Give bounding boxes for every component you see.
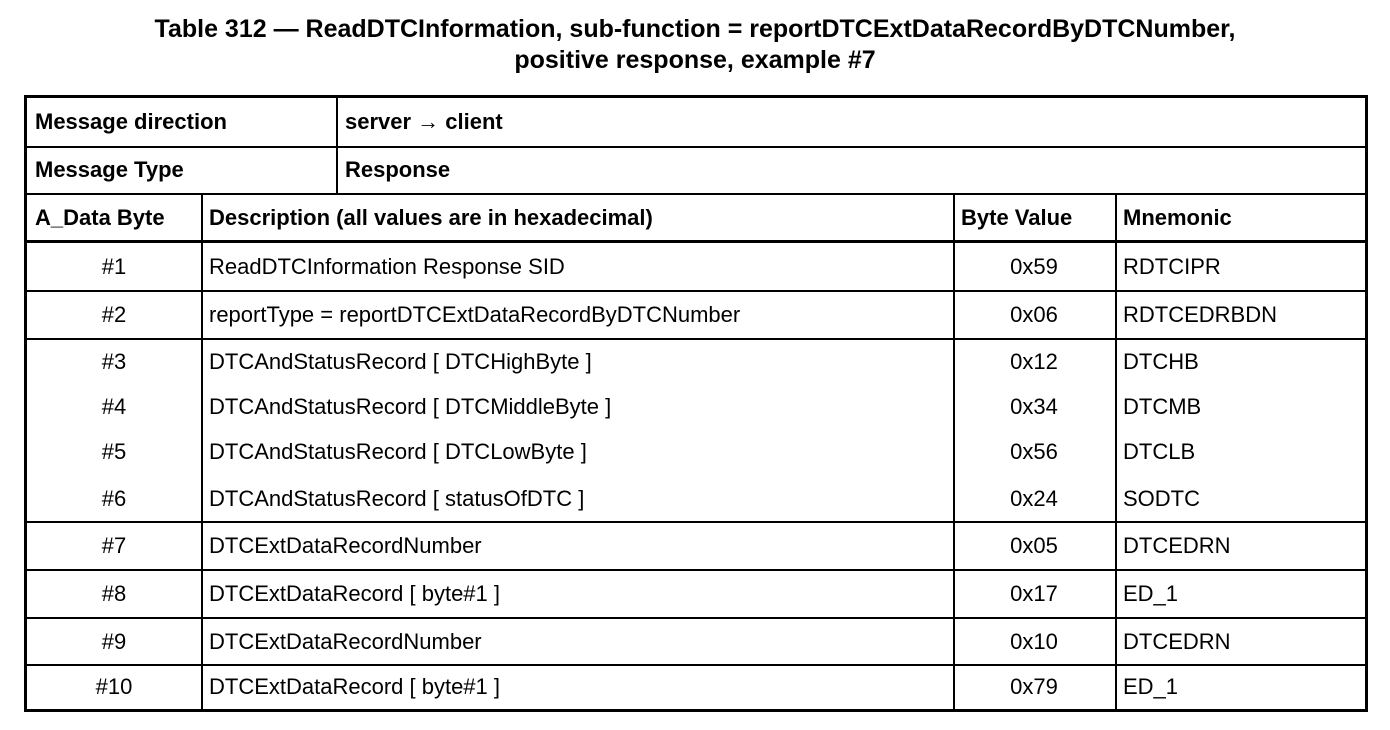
cell-mnemonic: ED_1 xyxy=(1123,674,1179,699)
cell-byte: #4 xyxy=(101,393,127,419)
table-row: #7 DTCExtDataRecordNumber 0x05 DTCEDRN xyxy=(27,522,1365,570)
header-byte-value: Byte Value xyxy=(961,205,1073,230)
divider xyxy=(27,569,1365,571)
table-caption: Table 312 — ReadDTCInformation, sub-func… xyxy=(0,14,1390,76)
cell-value: 0x06 xyxy=(1010,302,1058,327)
cell-value: 0x56 xyxy=(1010,439,1058,464)
cell-description: DTCAndStatusRecord [ DTCMiddleByte ] xyxy=(209,393,612,419)
message-type-value: Response xyxy=(345,157,451,182)
header-data-byte: A_Data Byte xyxy=(35,205,165,230)
table-row: #8 DTCExtDataRecord [ byte#1 ] 0x17 ED_1 xyxy=(27,570,1365,618)
cell-value: 0x17 xyxy=(1010,581,1058,606)
table-row: #6 DTCAndStatusRecord [ statusOfDTC ] 0x24… xyxy=(27,475,1365,522)
cell-description: ReadDTCInformation Response SID xyxy=(209,254,565,279)
direction-value: server → client xyxy=(345,109,503,134)
cell-byte: #3 xyxy=(101,348,127,374)
cell-mnemonic: DTCHB xyxy=(1123,348,1199,374)
divider xyxy=(1115,193,1117,709)
cell-byte: #1 xyxy=(101,254,127,279)
cell-mnemonic: DTCLB xyxy=(1123,439,1196,464)
cell-value: 0x79 xyxy=(1010,674,1058,699)
divider xyxy=(27,521,1365,523)
table-row: #1 ReadDTCInformation Response SID 0x59 RDT… xyxy=(27,243,1365,291)
divider xyxy=(27,290,1365,292)
cell-value: 0x59 xyxy=(1010,254,1058,279)
divider xyxy=(27,338,1365,340)
cell-value: 0x05 xyxy=(1010,533,1058,558)
cell-byte: #9 xyxy=(101,628,127,654)
divider xyxy=(27,664,1365,666)
table-row: #4 DTCAndStatusRecord [ DTCMiddleByte ] 0x… xyxy=(27,384,1365,429)
divider xyxy=(336,98,338,193)
caption-line-2: positive response, example #7 xyxy=(514,46,876,74)
caption-line-1: Table 312 — ReadDTCInformation, sub-func… xyxy=(154,15,1236,43)
divider xyxy=(953,193,955,709)
message-table: Message direction server → client Messag… xyxy=(24,95,1368,712)
cell-byte: #6 xyxy=(101,485,127,511)
cell-description: DTCAndStatusRecord [ statusOfDTC ] xyxy=(209,485,585,511)
cell-mnemonic: DTCMB xyxy=(1123,393,1202,419)
message-type-label: Message Type xyxy=(35,157,184,182)
divider xyxy=(27,146,1365,148)
cell-value: 0x34 xyxy=(1010,393,1058,419)
cell-byte: #8 xyxy=(101,581,127,606)
cell-mnemonic: DTCEDRN xyxy=(1123,628,1231,654)
cell-description: DTCExtDataRecord [ byte#1 ] xyxy=(209,674,501,699)
header-divider xyxy=(27,240,1365,243)
cell-mnemonic: SODTC xyxy=(1123,485,1200,511)
header-mnemonic: Mnemonic xyxy=(1123,205,1232,230)
divider xyxy=(201,193,203,709)
table-row: #3 DTCAndStatusRecord [ DTCHighByte ] 0x12… xyxy=(27,339,1365,384)
cell-value: 0x12 xyxy=(1010,348,1058,374)
cell-mnemonic: RDTCEDRBDN xyxy=(1123,302,1277,327)
table-row: #2 reportType = reportDTCExtDataRecordByD… xyxy=(27,291,1365,339)
cell-description: DTCExtDataRecord [ byte#1 ] xyxy=(209,581,501,606)
cell-description: DTCAndStatusRecord [ DTCHighByte ] xyxy=(209,348,592,374)
divider xyxy=(27,617,1365,619)
table-row: #10 DTCExtDataRecord [ byte#1 ] 0x79 ED_1 xyxy=(27,665,1365,709)
table-row: #9 DTCExtDataRecordNumber 0x10 DTCEDRN xyxy=(27,618,1365,665)
cell-description: reportType = reportDTCExtDataRecordByDTC… xyxy=(209,302,741,327)
cell-mnemonic: RDTCIPR xyxy=(1123,254,1221,279)
cell-byte: #7 xyxy=(101,533,127,558)
cell-mnemonic: DTCEDRN xyxy=(1123,533,1231,558)
cell-byte: #2 xyxy=(101,302,127,327)
cell-byte: #5 xyxy=(101,439,127,464)
cell-description: DTCAndStatusRecord [ DTCLowByte ] xyxy=(209,439,587,464)
divider xyxy=(27,193,1365,195)
cell-value: 0x24 xyxy=(1010,485,1058,511)
cell-mnemonic: ED_1 xyxy=(1123,581,1179,606)
cell-description: DTCExtDataRecordNumber xyxy=(209,628,482,654)
cell-description: DTCExtDataRecordNumber xyxy=(209,533,482,558)
direction-label: Message direction xyxy=(35,109,227,134)
header-description: Description (all values are in hexadecim… xyxy=(209,205,653,230)
cell-value: 0x10 xyxy=(1010,628,1058,654)
cell-byte: #10 xyxy=(95,674,133,699)
table-row: #5 DTCAndStatusRecord [ DTCLowByte ] 0x56 D… xyxy=(27,429,1365,475)
